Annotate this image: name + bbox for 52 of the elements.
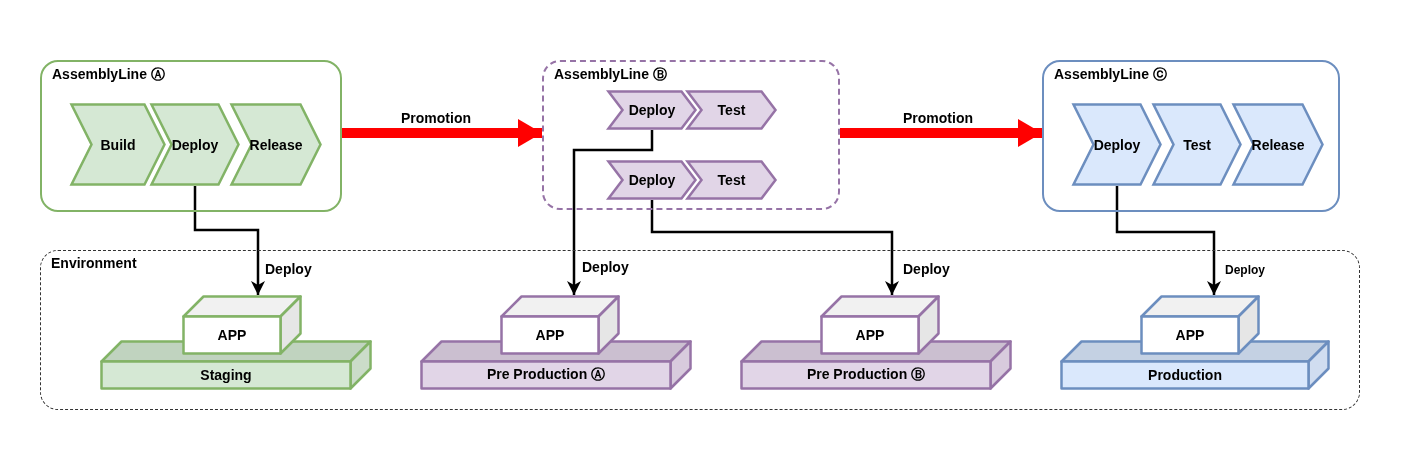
- panel-title: AssemblyLine ⓒ: [1054, 66, 1167, 84]
- step-label: Release: [248, 135, 304, 155]
- panel-title: AssemblyLine Ⓑ: [554, 66, 667, 84]
- panel-title: Environment: [51, 255, 137, 271]
- panel-title: AssemblyLine Ⓐ: [52, 66, 165, 84]
- edge-label: Deploy: [902, 261, 951, 277]
- block-label: APP: [534, 326, 566, 345]
- app-block: [820, 295, 940, 355]
- step-label: Deploy: [170, 135, 220, 155]
- block-label: APP: [1174, 326, 1206, 345]
- step-label: Deploy: [1092, 135, 1142, 155]
- block-label: Pre Production Ⓐ: [485, 365, 607, 384]
- edge-label: Promotion: [400, 110, 472, 126]
- chevron-step: [230, 103, 322, 186]
- app-block: [500, 295, 620, 355]
- block-label: Pre Production Ⓑ: [805, 365, 927, 384]
- block-label: Production: [1147, 366, 1223, 385]
- step-label: Test: [716, 171, 747, 190]
- step-label: Deploy: [627, 101, 677, 120]
- step-label: Release: [1250, 135, 1306, 155]
- step-label: Test: [716, 101, 747, 120]
- arrow: [650, 200, 899, 295]
- arrow: [193, 186, 265, 295]
- chevron-step: [1152, 103, 1242, 186]
- block-label: APP: [216, 326, 248, 345]
- app-block: [182, 295, 302, 355]
- edge-label: Deploy: [581, 259, 630, 275]
- chevron-step: [607, 90, 697, 130]
- pipeline-panel: [542, 60, 840, 210]
- chevron-step: [70, 103, 166, 186]
- block-label: Staging: [199, 366, 253, 385]
- chevron-step: [1232, 103, 1324, 186]
- chevron-step: [1072, 103, 1162, 186]
- environment-panel: [40, 250, 1360, 410]
- chevron-step: [607, 160, 697, 200]
- edge-label: Deploy: [1224, 263, 1266, 277]
- edge-label: Promotion: [902, 110, 974, 126]
- chevron-step: [686, 90, 777, 130]
- block-label: APP: [854, 326, 886, 345]
- pipeline-panel: [40, 60, 342, 212]
- step-label: Deploy: [627, 171, 677, 190]
- arrow: [567, 130, 654, 295]
- step-label: Test: [1182, 135, 1212, 155]
- chevron-step: [686, 160, 777, 200]
- edge-label: Deploy: [264, 261, 313, 277]
- arrow: [342, 119, 542, 147]
- pipeline-panel: [1042, 60, 1340, 212]
- arrow: [840, 119, 1042, 147]
- step-label: Build: [99, 135, 137, 155]
- arrow: [1115, 186, 1221, 295]
- chevron-step: [150, 103, 240, 186]
- app-block: [1140, 295, 1260, 355]
